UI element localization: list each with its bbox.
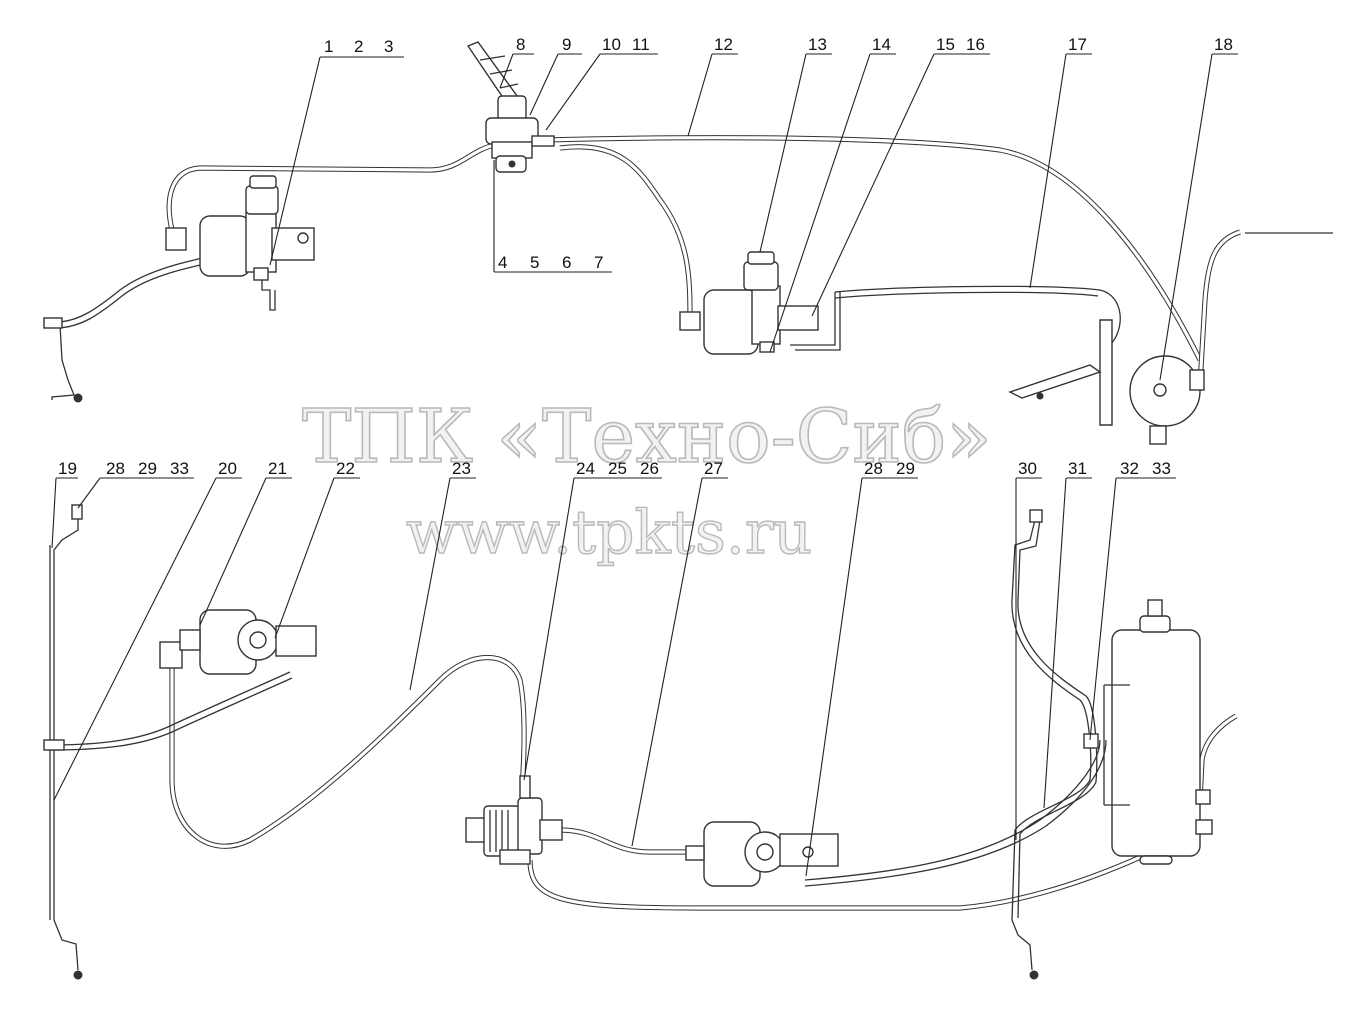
callout-28b: 28 — [864, 459, 883, 478]
callout-5: 5 — [530, 253, 539, 272]
callout-23: 23 — [452, 459, 471, 478]
lower-pipelines — [49, 509, 1238, 980]
callout-13: 13 — [808, 35, 827, 54]
booster-lower-left — [159, 609, 317, 675]
callout-11: 11 — [632, 35, 650, 54]
air-receiver-lower — [1083, 599, 1213, 865]
leader-lines — [51, 53, 1238, 877]
brake-chamber-lower — [685, 821, 839, 887]
callout-31: 31 — [1068, 459, 1087, 478]
callout-10: 10 — [602, 35, 621, 54]
air-receiver-upper — [1008, 319, 1205, 445]
callout-14: 14 — [872, 35, 891, 54]
callout-30: 30 — [1018, 459, 1037, 478]
callout-7: 7 — [594, 253, 603, 272]
brake-valve-lower — [465, 775, 563, 865]
callout-33b: 33 — [1152, 459, 1171, 478]
callout-3: 3 — [384, 37, 393, 56]
callout-29a: 29 — [138, 459, 157, 478]
callout-19: 19 — [58, 459, 77, 478]
callout-18: 18 — [1214, 35, 1233, 54]
callout-32: 32 — [1120, 459, 1139, 478]
brake-valve-upper — [466, 41, 555, 173]
callout-9: 9 — [562, 35, 571, 54]
callout-4: 4 — [498, 253, 507, 272]
callout-33a: 33 — [170, 459, 189, 478]
callout-28a: 28 — [106, 459, 125, 478]
callout-12: 12 — [714, 35, 733, 54]
watermark-company: ТПК «Техно-Сиб» — [302, 394, 992, 480]
callout-2: 2 — [354, 37, 363, 56]
upper-left-rod — [43, 317, 83, 403]
watermark-url: www.tpkts.ru — [406, 498, 812, 568]
callout-26: 26 — [640, 459, 659, 478]
callout-labels: 1 2 3 8 9 10 11 12 13 14 15 16 17 18 4 5… — [58, 35, 1233, 478]
callout-16: 16 — [966, 35, 985, 54]
callout-21: 21 — [268, 459, 287, 478]
callout-6: 6 — [562, 253, 571, 272]
callout-20: 20 — [218, 459, 237, 478]
callout-1: 1 — [324, 37, 333, 56]
booster-middle — [679, 251, 841, 355]
callout-15: 15 — [936, 35, 955, 54]
callout-29b: 29 — [896, 459, 915, 478]
callout-27: 27 — [704, 459, 723, 478]
lower-left-line — [43, 504, 83, 980]
callout-24: 24 — [576, 459, 595, 478]
callout-8: 8 — [516, 35, 525, 54]
callout-22: 22 — [336, 459, 355, 478]
upper-pipelines — [59, 135, 1333, 386]
callout-25: 25 — [608, 459, 627, 478]
master-cylinder-left — [165, 175, 315, 311]
callout-17: 17 — [1068, 35, 1087, 54]
